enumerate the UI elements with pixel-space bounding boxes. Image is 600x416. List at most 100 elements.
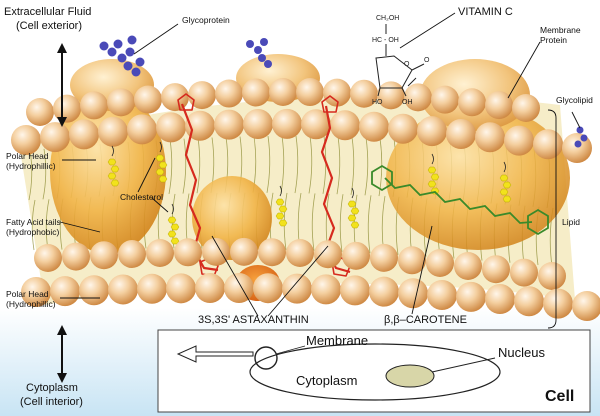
phospholipid-head bbox=[80, 91, 108, 120]
cholesterol-ring bbox=[499, 174, 509, 182]
phospholipid-head bbox=[108, 274, 138, 305]
inset-zoom-circle bbox=[254, 346, 278, 370]
phospholipid-head bbox=[11, 125, 41, 155]
phospholipid-head bbox=[485, 284, 515, 315]
vitamin-c-carbonyl-o: O bbox=[424, 57, 430, 64]
cholesterol-ring bbox=[107, 158, 117, 166]
phospholipid-head bbox=[21, 277, 51, 307]
phospholipid-head bbox=[301, 109, 331, 140]
phospholipid-head bbox=[512, 94, 540, 122]
phospholipid-head bbox=[161, 83, 189, 112]
phospholipid-head bbox=[156, 112, 186, 143]
inset-cell-membrane bbox=[249, 343, 501, 401]
cholesterol-molecules bbox=[107, 141, 512, 245]
phospholipid-head bbox=[62, 242, 90, 271]
phospholipid-head bbox=[118, 240, 146, 268]
cholesterol-ring bbox=[499, 188, 509, 196]
phospholipid-head bbox=[504, 125, 534, 156]
cholesterol-ring bbox=[110, 165, 120, 173]
phospholipid-head bbox=[514, 286, 544, 317]
phospholipid-head bbox=[286, 239, 314, 267]
phospholipid-head bbox=[224, 273, 254, 304]
phospholipid-heads-bottom bbox=[21, 237, 600, 321]
phospholipid-head bbox=[562, 133, 592, 163]
lipid-label: Lipid bbox=[562, 217, 580, 227]
phospholipid-heads-top bbox=[11, 78, 592, 163]
phospholipid-head bbox=[272, 108, 302, 139]
polar-head-top-label: Polar Head bbox=[6, 151, 49, 161]
phospholipid-head bbox=[446, 119, 476, 150]
beta-carotene-molecule bbox=[371, 164, 549, 236]
cholesterol-ring bbox=[170, 237, 180, 245]
polar-head-bottom-label: Polar Head bbox=[6, 289, 49, 299]
cholesterol-tail bbox=[351, 187, 354, 199]
phospholipid-head bbox=[202, 237, 230, 266]
vitamin-c-ch2oh: CH₂OH bbox=[376, 15, 399, 22]
inset-nucleus-label: Nucleus bbox=[498, 345, 545, 360]
phospholipid-head bbox=[458, 88, 486, 117]
phospholipid-head bbox=[195, 273, 225, 304]
phospholipid-head bbox=[369, 276, 399, 307]
phospholipid-head bbox=[572, 291, 600, 321]
phospholipid-head bbox=[230, 237, 258, 266]
phospholipid-head bbox=[214, 109, 244, 140]
cholesterol-ring bbox=[275, 212, 285, 220]
cholesterol-ring bbox=[155, 154, 165, 162]
inset-nucleus bbox=[385, 364, 435, 388]
phospholipid-head bbox=[538, 262, 566, 290]
phospholipid-head bbox=[314, 240, 342, 269]
phospholipid-head bbox=[69, 119, 99, 150]
phospholipid-head bbox=[269, 78, 297, 106]
cholesterol-ring bbox=[275, 198, 285, 206]
cholesterol-tail bbox=[171, 203, 174, 215]
label-pointer-lines bbox=[59, 12, 581, 329]
phospholipid-head bbox=[296, 78, 324, 107]
phospholipid-head bbox=[485, 91, 513, 120]
cholesterol-ring bbox=[427, 166, 437, 174]
phospholipid-head bbox=[398, 246, 426, 275]
polar-head-top-hydrophilic-label: (Hydrophillic) bbox=[6, 161, 56, 171]
phospholipid-head bbox=[340, 275, 370, 306]
cholesterol-tail bbox=[159, 141, 162, 153]
glycoprotein-label: Glycoprotein bbox=[182, 15, 230, 25]
cholesterol-label: Cholesterol bbox=[120, 192, 163, 202]
cholesterol-ring bbox=[107, 172, 117, 180]
cholesterol-ring bbox=[155, 168, 165, 176]
membrane-protein-label-1: Membrane bbox=[540, 25, 581, 35]
phospholipid-head bbox=[475, 122, 505, 153]
phospholipid-head bbox=[398, 278, 428, 309]
cholesterol-tail bbox=[279, 185, 282, 197]
phospholipid-head bbox=[510, 258, 538, 287]
vitamin-c-oh: OH bbox=[402, 99, 413, 106]
cholesterol-ring bbox=[158, 175, 168, 183]
glycoprotein-chains bbox=[99, 35, 588, 148]
phospholipid-head bbox=[359, 111, 389, 142]
vitamin-c-label: VITAMIN C bbox=[458, 6, 513, 18]
cholesterol-ring bbox=[502, 195, 512, 203]
vitamin-c-structure bbox=[375, 24, 425, 97]
phospholipid-head bbox=[34, 244, 62, 272]
phospholipid-head bbox=[79, 275, 109, 306]
phospholipid-head bbox=[543, 288, 573, 319]
phospholipid-head bbox=[26, 98, 54, 126]
fatty-acid-tails-label: Fatty Acid tails bbox=[6, 217, 61, 227]
cholesterol-tail bbox=[431, 153, 434, 165]
cholesterol-ring bbox=[278, 219, 288, 227]
cholesterol-ring bbox=[502, 181, 512, 189]
fatty-acid-hydrophobic-label: (Hydrophobic) bbox=[6, 227, 60, 237]
phospholipid-head bbox=[107, 88, 135, 117]
phospholipid-head bbox=[533, 129, 563, 160]
phospholipid-head bbox=[166, 273, 196, 304]
cholesterol-ring bbox=[170, 223, 180, 231]
cholesterol-ring bbox=[278, 205, 288, 213]
cholesterol-ring bbox=[347, 214, 357, 222]
astaxanthin-label: 3S,3S' ASTAXANTHIN bbox=[198, 314, 309, 326]
cholesterol-ring bbox=[167, 230, 177, 238]
phospholipid-head bbox=[323, 78, 351, 107]
phospholipid-head bbox=[388, 113, 418, 144]
phospholipid-head bbox=[90, 241, 118, 270]
cholesterol-ring bbox=[427, 180, 437, 188]
phospholipid-head bbox=[253, 273, 283, 304]
phospholipid-head bbox=[330, 110, 360, 141]
